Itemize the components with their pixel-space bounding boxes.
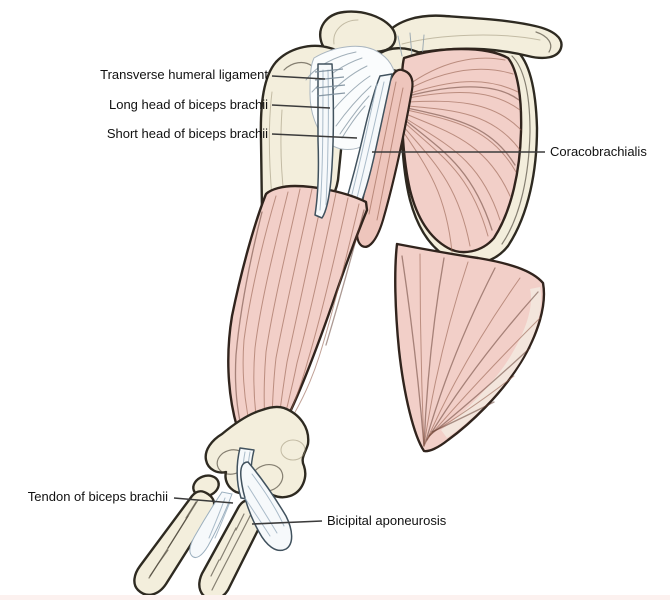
label-transverse-humeral-ligament: Transverse humeral ligament xyxy=(100,67,268,82)
leader-transverse-humeral-ligament xyxy=(271,75,326,80)
leader-tendon-of-biceps-brachii xyxy=(173,497,234,504)
label-coracobrachialis: Coracobrachialis xyxy=(550,144,647,159)
transverse-humeral-ligament xyxy=(314,68,346,97)
leader-short-head-of-biceps-brachii xyxy=(271,133,358,139)
biceps-brachii-muscle xyxy=(227,184,369,464)
bicipital-aponeurosis xyxy=(240,461,293,552)
leader-lines xyxy=(173,75,545,525)
label-short-head-of-biceps-brachii: Short head of biceps brachii xyxy=(106,126,268,141)
serratus-anterior-muscle xyxy=(394,242,546,453)
leader-bicipital-aponeurosis xyxy=(251,520,323,525)
distal-humerus-bone xyxy=(204,405,310,499)
clavicle-bone xyxy=(384,14,563,60)
bottom-edge-strip xyxy=(0,595,670,600)
label-tendon-of-biceps-brachii: Tendon of biceps brachii xyxy=(27,489,168,504)
label-bicipital-aponeurosis: Bicipital aponeurosis xyxy=(327,513,447,528)
label-long-head-of-biceps-brachii: Long head of biceps brachii xyxy=(108,97,268,112)
leader-long-head-of-biceps-brachii xyxy=(271,104,331,109)
